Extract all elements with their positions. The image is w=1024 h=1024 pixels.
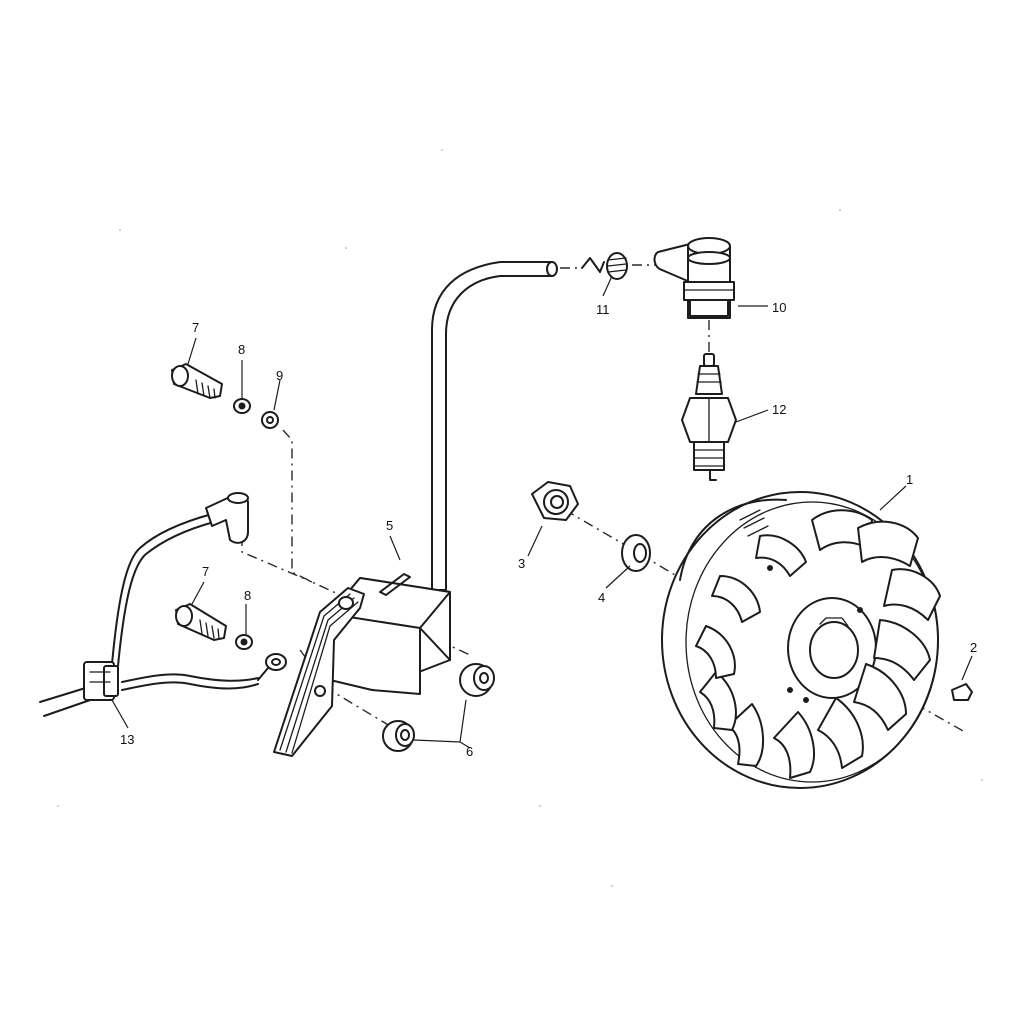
callout-7-upper: 7 bbox=[192, 320, 199, 335]
callout-11: 11 bbox=[596, 302, 610, 317]
spark-plug bbox=[681, 353, 737, 481]
callout-8-lower: 8 bbox=[244, 588, 251, 603]
upper-bolt-set bbox=[171, 363, 279, 429]
callout-8-upper: 8 bbox=[238, 342, 245, 357]
callout-1: 1 bbox=[906, 472, 913, 487]
lower-bolt-set bbox=[175, 603, 253, 650]
callout-7-lower: 7 bbox=[202, 564, 209, 579]
callout-4: 4 bbox=[598, 590, 605, 605]
paper-texture bbox=[57, 149, 983, 887]
callout-12: 12 bbox=[772, 402, 786, 417]
ignition-wire-harness bbox=[39, 492, 287, 717]
callout-leaders bbox=[111, 275, 973, 749]
spring-part bbox=[581, 252, 628, 280]
callout-5: 5 bbox=[386, 518, 393, 533]
spacers bbox=[382, 663, 495, 752]
callout-2: 2 bbox=[970, 640, 977, 655]
flywheel-nut bbox=[531, 481, 579, 521]
callout-13: 13 bbox=[120, 732, 134, 747]
flywheel-washer bbox=[621, 534, 651, 572]
callout-6: 6 bbox=[466, 744, 473, 759]
flywheel-fins bbox=[695, 509, 941, 779]
callout-labels: 1 2 3 4 5 6 7 7 8 8 9 10 11 12 13 bbox=[120, 300, 977, 759]
ignition-coil bbox=[273, 261, 558, 757]
callout-3: 3 bbox=[518, 556, 525, 571]
flywheel bbox=[661, 491, 941, 789]
callout-9: 9 bbox=[276, 368, 283, 383]
spark-plug-cap bbox=[653, 237, 735, 319]
woodruff-key bbox=[951, 683, 973, 701]
callout-10: 10 bbox=[772, 300, 786, 315]
